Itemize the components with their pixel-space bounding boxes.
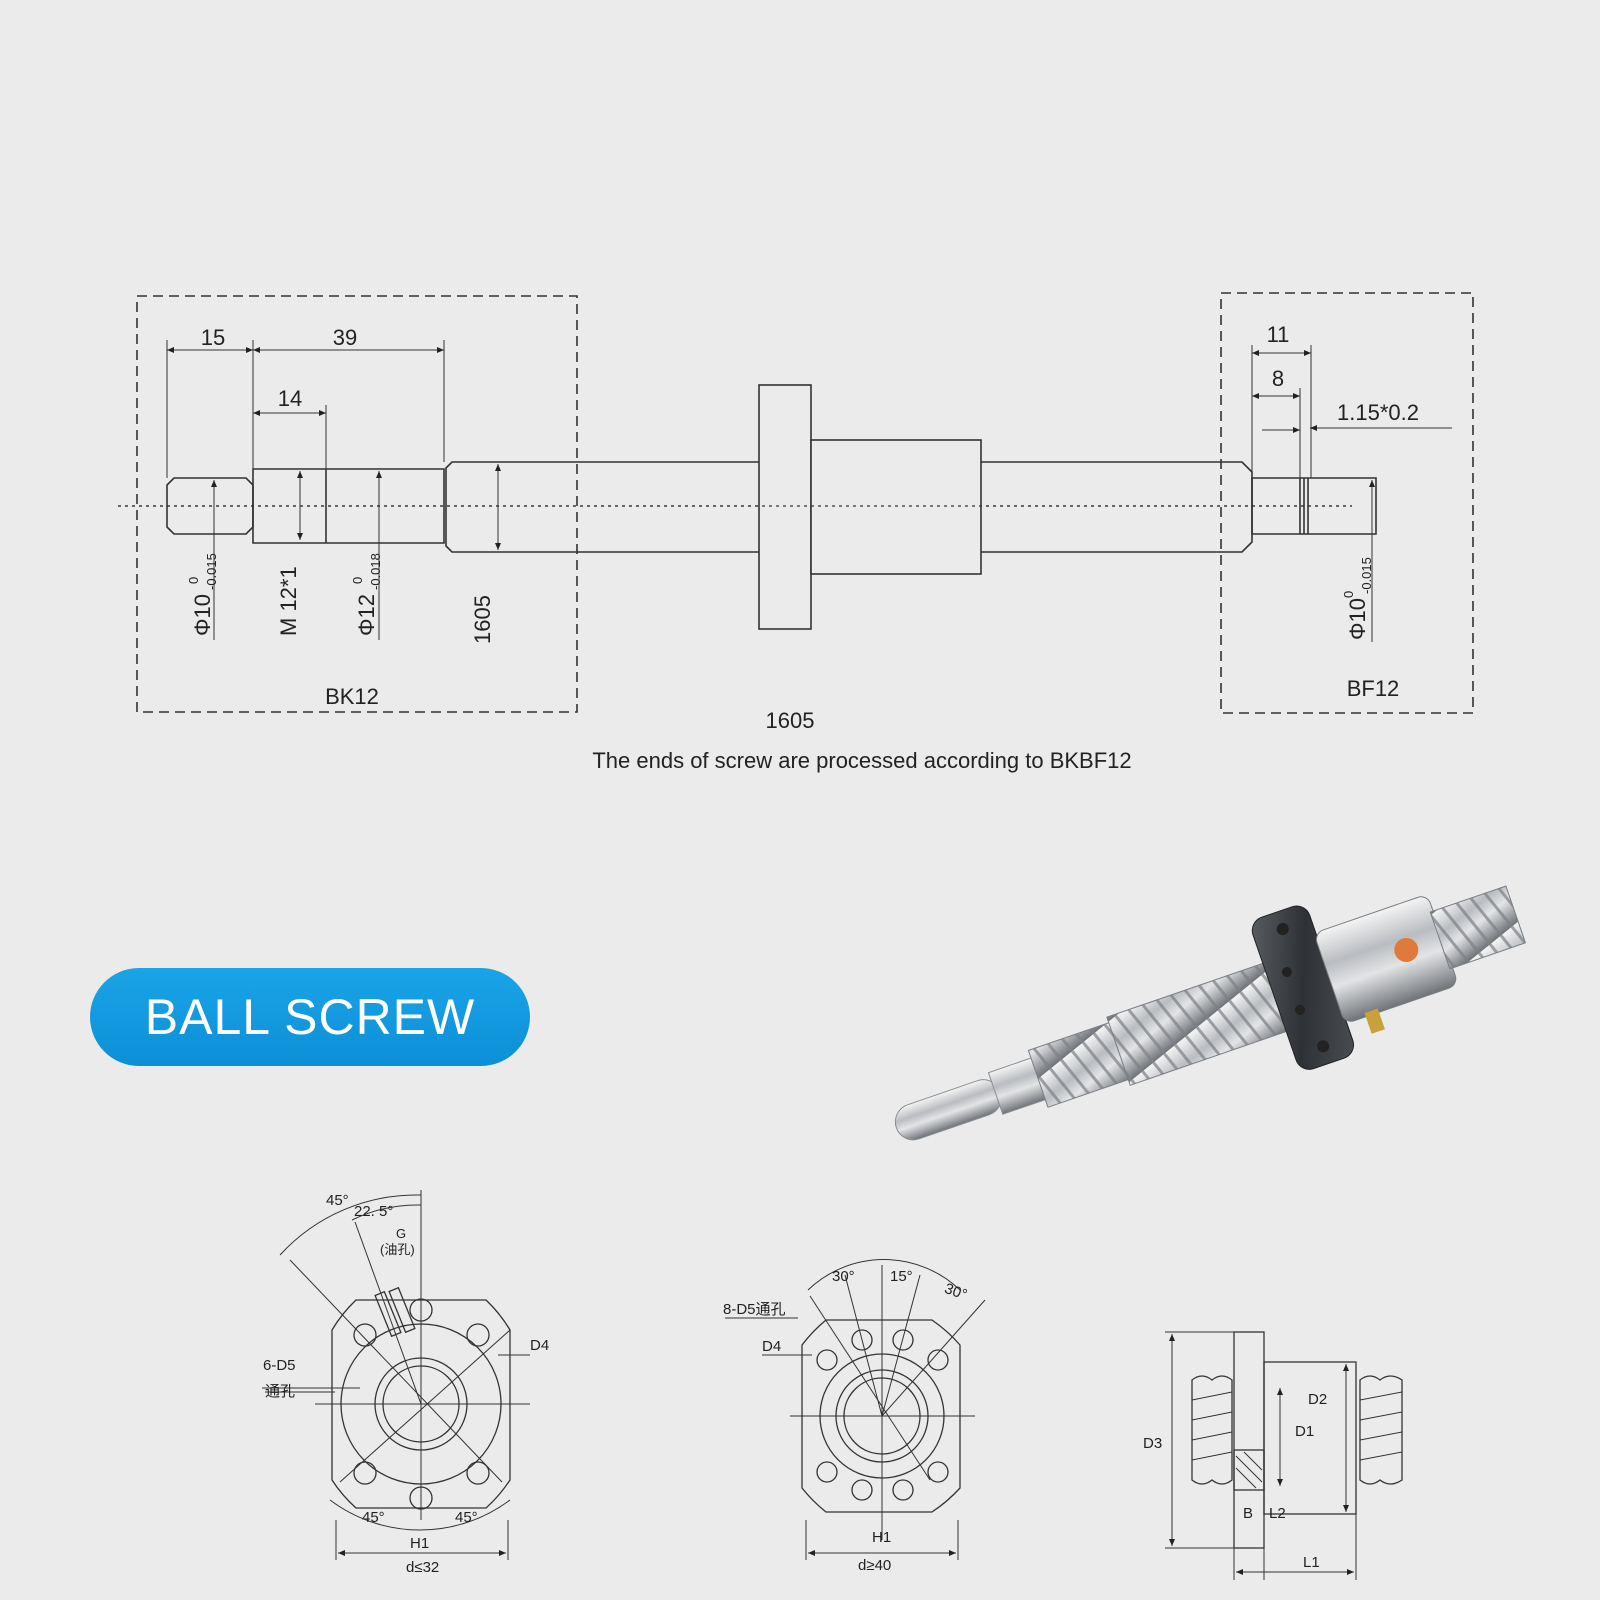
nut-body [810,439,982,575]
d1-label: D1 [1295,1423,1314,1440]
nut-front-view-1 [262,1190,530,1560]
dim-15: 15 [201,325,225,350]
b-label: B [1243,1505,1253,1522]
thread-section [252,468,445,544]
dim-m12: M 12*1 [276,566,301,636]
nut-view-1-labels: 45° 22. 5° G (油孔) 6-D5 通孔 D4 45° 45° H1 … [263,1192,549,1576]
dim-phi10-left: Φ10 0 -0.015 [186,553,219,636]
d-limit-label: d≤32 [406,1559,439,1576]
holes-label: 6-D5 [263,1357,296,1374]
svg-text:Φ10: Φ10 [190,594,215,636]
ball-screw-photo [894,885,1527,1141]
svg-text:-0.015: -0.015 [1359,557,1374,594]
l1-label: L1 [1303,1554,1320,1571]
h1-label: H1 [410,1535,429,1552]
svg-text:-0.015: -0.015 [204,553,219,590]
side-view-labels: D3 D2 D1 B L2 L1 [1143,1391,1327,1571]
nut-flange [758,384,812,630]
svg-text:0: 0 [186,577,201,584]
angle-45-br: 45° [455,1509,478,1526]
l2-label: L2 [1269,1505,1286,1522]
angle-45-top: 45° [326,1192,349,1209]
nut-side-view [1165,1331,1403,1580]
screw-end-drawing [118,292,1474,714]
svg-text:M 12*1: M 12*1 [276,566,301,636]
holes-label-2: 8-D5通孔 [723,1301,786,1318]
svg-text:Φ12: Φ12 [354,594,379,636]
svg-text:0: 0 [1341,591,1356,598]
d3-label: D3 [1143,1435,1162,1452]
length-label: 1605 [766,708,815,733]
angle-30-left: 30° [832,1268,855,1285]
angle-22-5: 22. 5° [354,1203,393,1220]
dim-phi10-right: Φ10 0 -0.015 [1341,557,1374,640]
d-limit-label-2: d≥40 [858,1557,891,1574]
dim-8: 8 [1272,366,1284,391]
svg-text:Φ10: Φ10 [1345,598,1370,640]
d2-label: D2 [1308,1391,1327,1408]
nut-view-2-labels: 30° 15° 30° 8-D5通孔 D4 H1 d≥40 [723,1268,969,1574]
left-journal [166,477,254,535]
dim-phi12: Φ12 0 -0.018 [350,553,383,636]
right-journal [1251,477,1377,535]
main-shaft [445,461,1253,553]
g-note: (油孔) [380,1242,415,1257]
svg-text:0: 0 [350,577,365,584]
svg-text:1605: 1605 [470,595,495,644]
processing-note: The ends of screw are processed accordin… [592,748,1131,773]
bk12-dashed-box [136,295,578,713]
holes-note: 通孔 [265,1383,295,1400]
dim-groove: 1.15*0.2 [1337,400,1419,425]
nut-front-view-2 [725,1259,986,1560]
dim-1605-vertical: 1605 [470,595,495,644]
dim-14: 14 [278,386,302,411]
ball-screw-badge: BALL SCREW [90,968,530,1066]
dim-11: 11 [1267,322,1290,347]
top-dimension-labels: 15 39 14 Φ10 0 -0.015 M 12*1 Φ12 0 -0.01… [186,322,1419,773]
bf12-label: BF12 [1347,676,1400,701]
svg-text:-0.018: -0.018 [368,553,383,590]
d4-label-2: D4 [762,1338,781,1355]
bk12-label: BK12 [325,684,379,709]
angle-15: 15° [890,1268,913,1285]
bf12-dashed-box [1220,292,1474,714]
dim-39: 39 [333,325,357,350]
angle-45-bl: 45° [362,1509,385,1526]
d4-label: D4 [530,1337,549,1354]
angle-30-right: 30° [942,1280,969,1304]
h1-label-2: H1 [872,1529,891,1546]
g-label: G [396,1226,406,1241]
